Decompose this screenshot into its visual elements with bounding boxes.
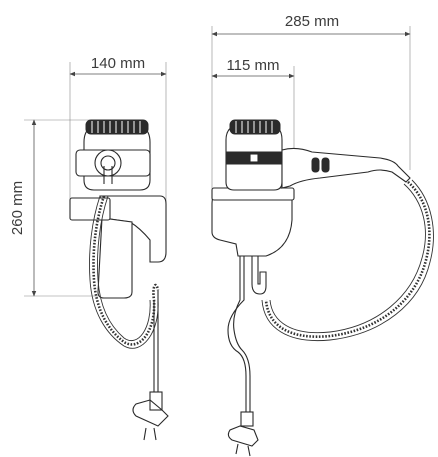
dimension-side-total-width: 285 mm [211,13,411,170]
front-nozzle [97,217,133,299]
height-label: 260 mm [9,181,26,235]
front-holder [69,197,111,221]
front-view [69,119,169,441]
side-depth-label: 115 mm [226,57,279,74]
front-width-label: 140 mm [91,55,145,72]
dimension-height: 260 mm [9,119,98,297]
side-view [211,119,434,457]
switch-1 [311,157,320,173]
side-handle [281,147,411,189]
side-hook [251,255,267,295]
switch-2 [321,157,330,173]
front-grille [85,119,149,135]
dimension-front-width: 140 mm [69,55,167,255]
side-total-width-label: 285 mm [285,13,339,30]
front-bracket [99,195,167,263]
side-bracket [211,195,293,257]
